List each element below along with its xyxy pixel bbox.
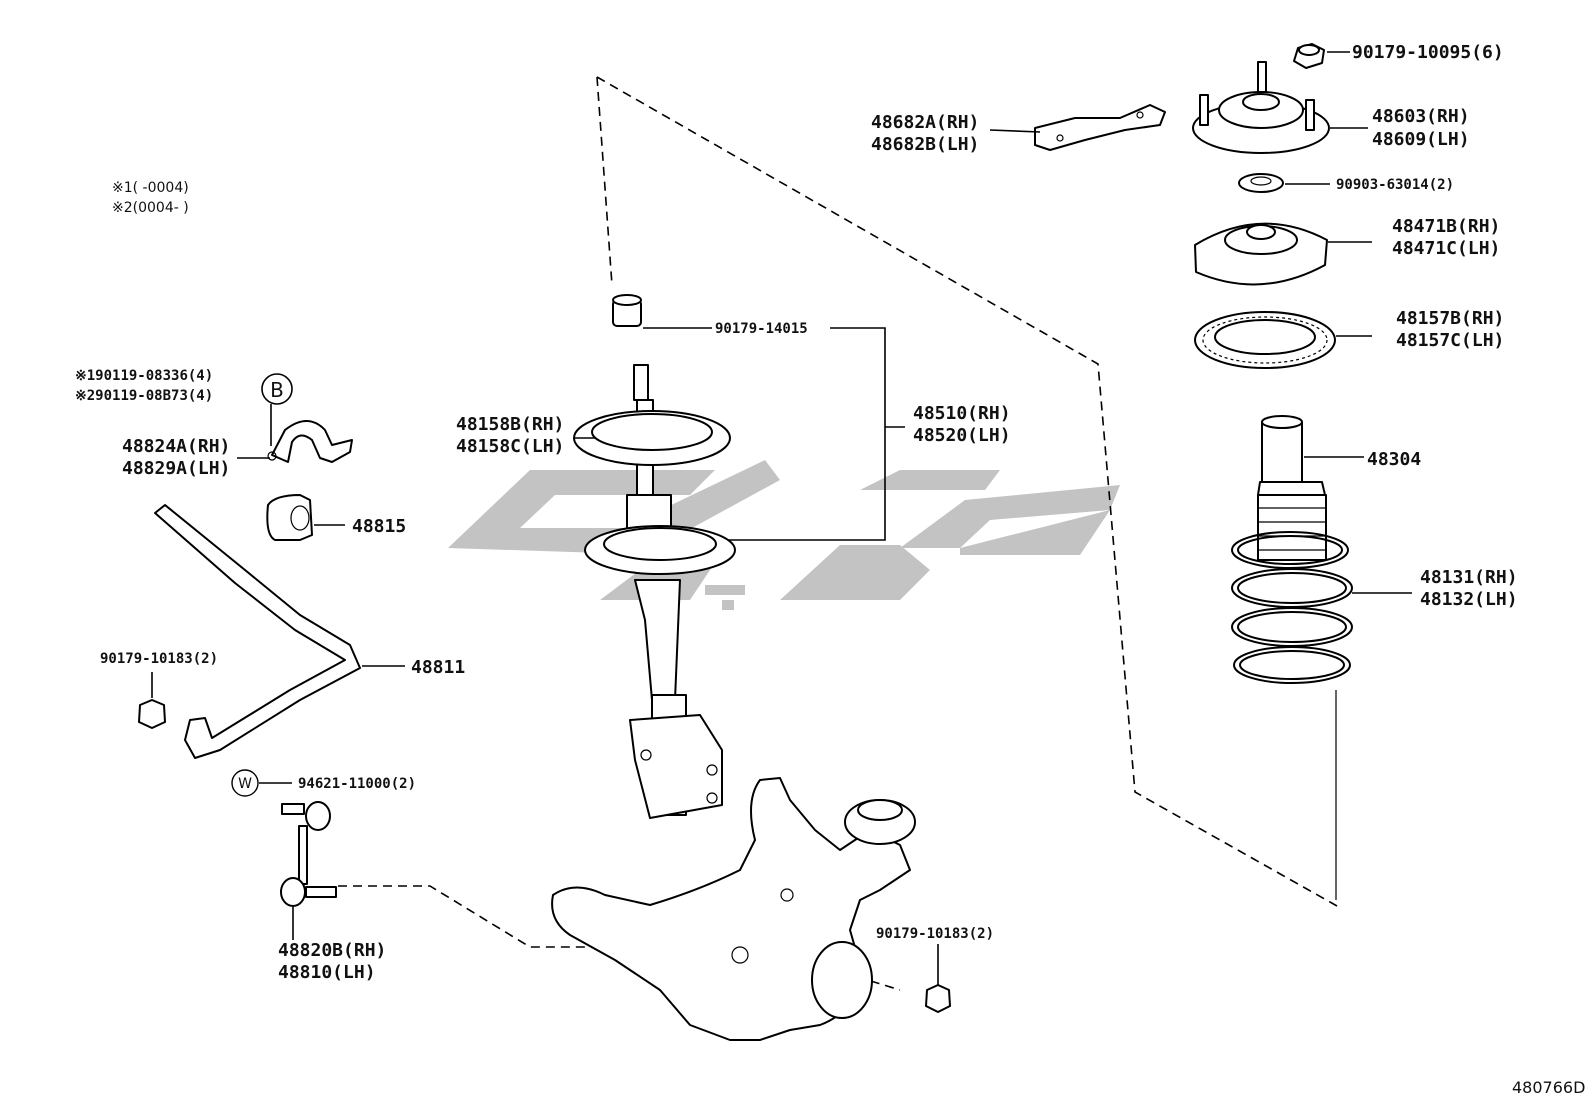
callout-b-marker: B [261, 373, 293, 405]
nut-90179-10183-left-drawing [138, 699, 166, 729]
coil-spring-48131-drawing [1231, 531, 1353, 684]
label-48829A: 48829A(LH) [122, 458, 230, 479]
label-90119-08336: ※190119-08336(4) [75, 368, 213, 384]
stabilizer-bar-48811-drawing [154, 504, 361, 759]
label-48682A: 48682A(RH) [871, 112, 979, 133]
label-48811: 48811 [411, 657, 465, 678]
note-1: ※1( -0004) [112, 180, 189, 196]
label-90119-08B73: ※290119-08B73(4) [75, 388, 213, 404]
label-90179-14015: 90179-14015 [715, 321, 808, 337]
label-48520: 48520(LH) [913, 425, 1011, 446]
insulator-48157-drawing [1194, 311, 1336, 369]
support-48603-drawing [1192, 61, 1330, 154]
nut-90179-14015-drawing [612, 294, 642, 327]
label-48131: 48131(RH) [1420, 567, 1518, 588]
figure-number: 480766D [1512, 1078, 1585, 1097]
plate-48682-drawing [1034, 104, 1166, 151]
bushing-48815-drawing [266, 494, 313, 541]
nut-90179-10095-drawing [1293, 43, 1325, 69]
label-48510: 48510(RH) [913, 403, 1011, 424]
strut-48510-drawing [573, 364, 736, 819]
label-90903-63014: 90903-63014(2) [1336, 177, 1454, 193]
watermark-logo [448, 460, 1120, 610]
callout-w: W [238, 776, 252, 792]
seat-48471-drawing [1194, 222, 1328, 286]
label-90179-10095: 90179-10095(6) [1352, 42, 1504, 63]
label-48682B: 48682B(LH) [871, 134, 979, 155]
label-48157B: 48157B(RH) [1396, 308, 1504, 329]
knuckle-drawing [551, 777, 916, 1041]
label-48304: 48304 [1367, 449, 1421, 470]
label-48824A: 48824A(RH) [122, 436, 230, 457]
label-48815: 48815 [352, 516, 406, 537]
label-48158C: 48158C(LH) [456, 436, 564, 457]
bracket-48824A-drawing [267, 420, 353, 463]
label-48810: 48810(LH) [278, 962, 376, 983]
label-48609: 48609(LH) [1372, 129, 1470, 150]
bumper-48304-drawing [1257, 415, 1327, 561]
label-48603: 48603(RH) [1372, 106, 1470, 127]
note-2: ※2(0004- ) [112, 200, 189, 216]
nut-90179-10183-right-drawing [925, 984, 951, 1013]
callout-b: B [270, 378, 284, 402]
label-94621-11000: 94621-11000(2) [298, 776, 416, 792]
label-48158B: 48158B(RH) [456, 414, 564, 435]
washer-90903-drawing [1238, 173, 1284, 193]
link-48820B-drawing [280, 801, 337, 907]
label-48132: 48132(LH) [1420, 589, 1518, 610]
label-48157C: 48157C(LH) [1396, 330, 1504, 351]
label-48471B: 48471B(RH) [1392, 216, 1500, 237]
label-90179-10183-right: 90179-10183(2) [876, 926, 994, 942]
label-48471C: 48471C(LH) [1392, 238, 1500, 259]
label-48820B: 48820B(RH) [278, 940, 386, 961]
label-90179-10183-left: 90179-10183(2) [100, 651, 218, 667]
callout-w-marker: W [231, 769, 259, 797]
